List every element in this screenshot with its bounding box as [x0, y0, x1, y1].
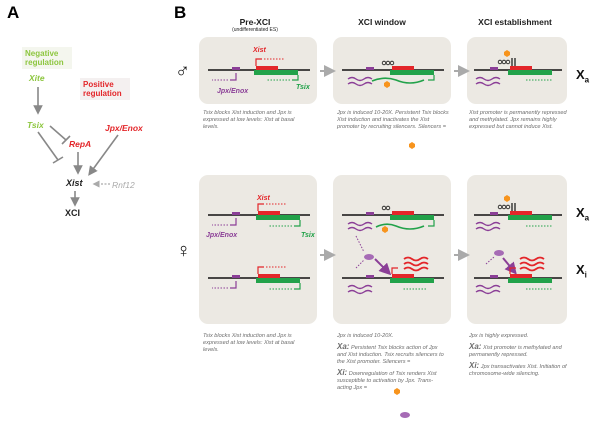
panel-b-letter: B [174, 3, 187, 22]
silencer-icon [409, 142, 415, 149]
tsix-label-female: Tsix [301, 232, 315, 239]
jpx-gene: Jpx/Enox [105, 123, 143, 133]
caption-male-window: Jpx is induced 10-20X. Persistent Tsix b… [337, 110, 449, 130]
female-symbol: ♀ [176, 240, 191, 262]
caption-female-pre: Tsix blocks Xist induction and Jpx is ex… [203, 333, 295, 353]
female-est-locus-top [474, 195, 562, 232]
xist-label-male: Xist [253, 47, 266, 54]
col-header-xci-establishment: XCI establishment [478, 17, 552, 27]
positive-regulation-label: Positive regulation [80, 78, 130, 100]
repa-gene: RepA [69, 139, 92, 149]
card-female-pre [199, 175, 317, 324]
tsix-gene: Tsix [27, 120, 44, 130]
caption-female-window: Jpx is induced 10-20X. Xa: Persistent Ts… [337, 333, 444, 391]
label-xa-female: Xa [576, 205, 590, 223]
trans-jpx-molecule-est [494, 250, 504, 256]
xite-gene: Xite [29, 73, 45, 83]
card-female-window [333, 175, 451, 324]
caption-female-est: Jpx is highly expressed. Xa: Xist promot… [469, 333, 567, 377]
trans-jpx-icon [400, 412, 410, 418]
xist-label-female: Xist [257, 195, 270, 202]
female-pre-locus-bottom [208, 266, 310, 290]
col-header-pre-xci: Pre-XCI [239, 17, 271, 27]
xist-gene: Xist [66, 178, 83, 188]
male-window-locus [342, 60, 444, 88]
male-pre-locus [208, 58, 310, 81]
panel-a-letter: A [7, 3, 20, 22]
male-symbol: ♂ [175, 60, 190, 82]
female-est-locus-bottom [474, 256, 562, 295]
male-est-locus [474, 50, 562, 87]
caption-male-est: Xist promoter is permanently repressed a… [469, 110, 567, 130]
trans-jpx-molecule [364, 254, 374, 260]
caption-male-pre: Tsix blocks Xist induction and Jpx is ex… [203, 110, 295, 130]
female-window-locus-top [342, 205, 444, 233]
rnf12-gene: Rnf12 [112, 180, 135, 190]
negative-regulation-label: Negative regulation [22, 47, 72, 69]
col-header-xci-window: XCI window [358, 17, 406, 27]
jpx-label-male: Jpx/Enox [217, 88, 249, 95]
xci-label: XCI [65, 208, 81, 218]
jpx-label-female: Jpx/Enox [206, 232, 238, 239]
card-female-establishment [467, 175, 567, 324]
label-xi-female: Xi [576, 262, 587, 280]
label-xa-male: Xa [576, 67, 590, 85]
female-pre-locus-top [208, 203, 310, 227]
col-subheader-pre-xci: (undifferentiated ES) [232, 27, 278, 33]
female-window-locus-bottom [342, 256, 444, 295]
tsix-label-male: Tsix [296, 84, 310, 91]
silencer-icon-female [394, 388, 400, 395]
